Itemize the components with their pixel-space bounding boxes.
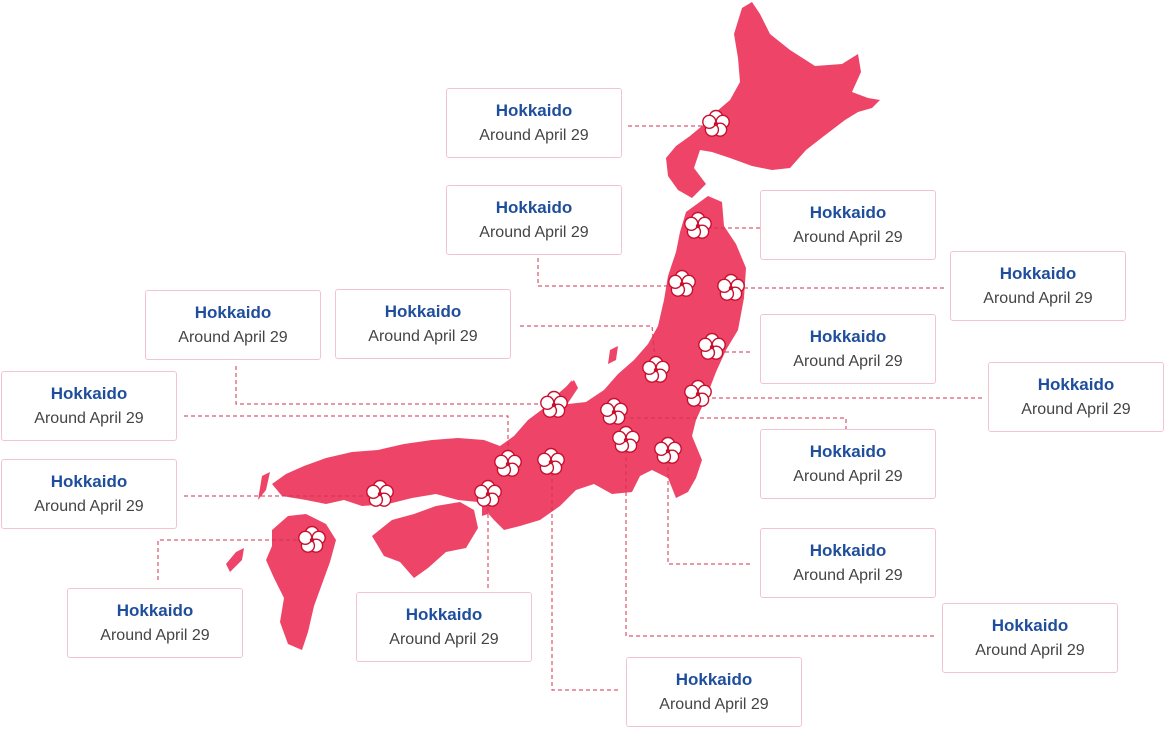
blossom-markers bbox=[298, 109, 745, 553]
spot-date: Around April 29 bbox=[368, 328, 478, 345]
spot-date: Around April 29 bbox=[983, 290, 1093, 307]
spot-region: Hokkaido bbox=[384, 302, 462, 321]
tsushima-island bbox=[258, 472, 270, 500]
spot-region: Hokkaido bbox=[809, 327, 887, 346]
cherry-blossom-icon bbox=[494, 449, 522, 477]
spot-region: Hokkaido bbox=[1037, 375, 1115, 394]
spot-date: Around April 29 bbox=[100, 627, 210, 644]
leader-line bbox=[537, 258, 682, 287]
cherry-blossom-icon bbox=[612, 425, 640, 453]
leader-line bbox=[551, 462, 618, 691]
cherry-blossom-icon bbox=[654, 436, 682, 464]
cherry-blossom-icon bbox=[684, 379, 712, 407]
leader-line bbox=[520, 325, 657, 371]
spot-date: Around April 29 bbox=[479, 127, 589, 144]
cherry-blossom-icon bbox=[717, 273, 745, 301]
spot-region: Hokkaido bbox=[495, 101, 573, 120]
spot-date: Around April 29 bbox=[659, 696, 769, 713]
spot-date: Around April 29 bbox=[389, 631, 499, 648]
cherry-blossom-icon bbox=[540, 390, 568, 418]
sado-island bbox=[608, 346, 618, 364]
leader-line bbox=[667, 452, 750, 565]
spot-date: Around April 29 bbox=[975, 642, 1085, 659]
oki-island bbox=[462, 446, 468, 456]
hokkaido-island bbox=[666, 2, 880, 198]
spot-date: Around April 29 bbox=[34, 498, 144, 515]
spot-date: Around April 29 bbox=[1021, 401, 1131, 418]
leader-line bbox=[625, 440, 934, 637]
spot-region: Hokkaido bbox=[809, 442, 887, 461]
cherry-blossom-icon bbox=[668, 269, 696, 297]
spot-date: Around April 29 bbox=[479, 224, 589, 241]
spot-region: Hokkaido bbox=[675, 670, 753, 689]
spot-date: Around April 29 bbox=[793, 468, 903, 485]
cherry-blossom-icon bbox=[366, 479, 394, 507]
cherry-blossom-icon bbox=[684, 211, 712, 239]
cherry-blossom-icon bbox=[474, 479, 502, 507]
spot-region: Hokkaido bbox=[999, 264, 1077, 283]
spot-date: Around April 29 bbox=[34, 410, 144, 427]
spot-region: Hokkaido bbox=[809, 541, 887, 560]
spot-date: Around April 29 bbox=[178, 329, 288, 346]
cherry-blossom-icon bbox=[702, 109, 730, 137]
spot-region: Hokkaido bbox=[809, 203, 887, 222]
cherry-blossom-icon bbox=[642, 355, 670, 383]
spot-region: Hokkaido bbox=[495, 198, 573, 217]
spot-region: Hokkaido bbox=[405, 605, 483, 624]
leader-line bbox=[184, 415, 509, 464]
shikoku-island bbox=[372, 502, 478, 578]
cherry-blossom-icon bbox=[600, 397, 628, 425]
spot-date: Around April 29 bbox=[793, 353, 903, 370]
leader-line bbox=[157, 539, 312, 580]
cherry-blossom-icon bbox=[537, 447, 565, 475]
spot-region: Hokkaido bbox=[116, 601, 194, 620]
spot-region: Hokkaido bbox=[50, 472, 128, 491]
goto-islands bbox=[226, 548, 244, 572]
spot-region: Hokkaido bbox=[50, 384, 128, 403]
spot-date: Around April 29 bbox=[793, 229, 903, 246]
leader-line bbox=[235, 366, 554, 405]
cherry-blossom-icon bbox=[698, 332, 726, 360]
spot-region: Hokkaido bbox=[194, 303, 272, 322]
cherry-blossom-icon bbox=[298, 525, 326, 553]
spot-date: Around April 29 bbox=[793, 567, 903, 584]
spot-region: Hokkaido bbox=[991, 616, 1069, 635]
